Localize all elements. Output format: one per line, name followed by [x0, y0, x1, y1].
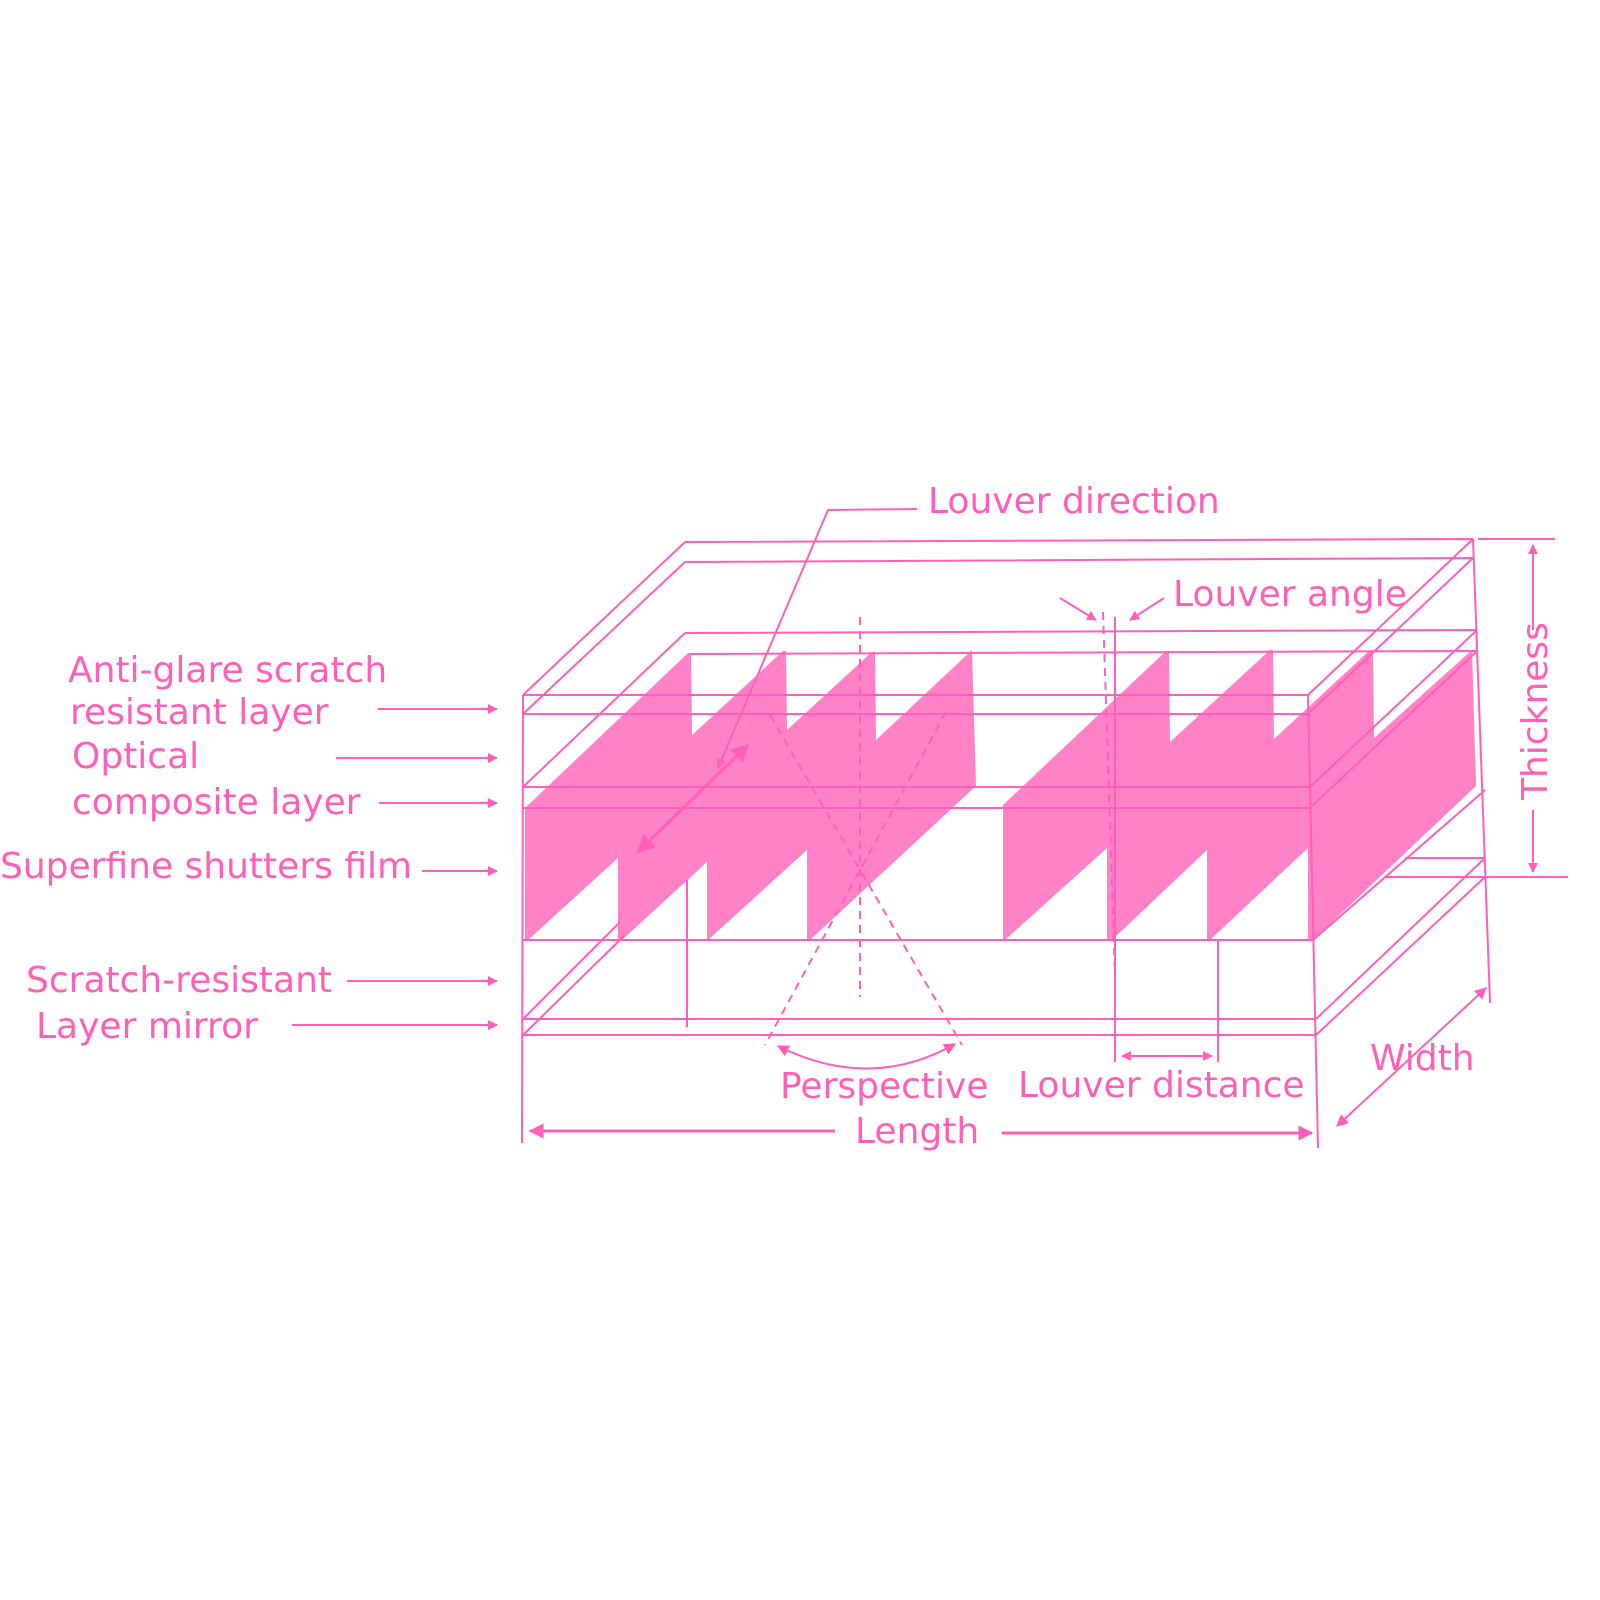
- shutter-group-right: [1003, 650, 1476, 940]
- label-optical-2: composite layer: [72, 782, 361, 823]
- label-length: Length: [855, 1111, 979, 1152]
- label-layer-mirror: Layer mirror: [36, 1006, 258, 1047]
- layer-box-outline: [521, 538, 1491, 1149]
- label-louver-distance: Louver distance: [1018, 1065, 1305, 1106]
- label-anti-glare-2: resistant layer: [70, 692, 329, 733]
- perspective-guides: [764, 611, 1116, 1046]
- label-perspective: Perspective: [780, 1066, 989, 1107]
- label-thickness: Thickness: [1515, 622, 1556, 801]
- thickness-dimension: [1478, 538, 1568, 878]
- label-optical-1: Optical: [72, 736, 199, 777]
- shutter-group-left: [525, 650, 976, 940]
- width-arrow: [1336, 987, 1487, 1127]
- louver-direction-leader: [716, 508, 918, 769]
- label-superfine-shutters-film: Superfine shutters film: [0, 846, 412, 887]
- perspective-arc: [776, 1043, 957, 1070]
- louver-angle-arrow-left: [1059, 597, 1097, 621]
- louver-direction-arrow: [636, 743, 750, 854]
- label-louver-direction: Louver direction: [928, 481, 1220, 522]
- label-width: Width: [1370, 1038, 1475, 1079]
- label-louver-angle: Louver angle: [1173, 574, 1407, 615]
- label-anti-glare-1: Anti-glare scratch: [68, 650, 387, 691]
- label-scratch-resistant: Scratch-resistant: [26, 960, 332, 1001]
- layer-pointer-arrows: [292, 704, 498, 1030]
- louver-angle-arrow-right: [1129, 597, 1165, 621]
